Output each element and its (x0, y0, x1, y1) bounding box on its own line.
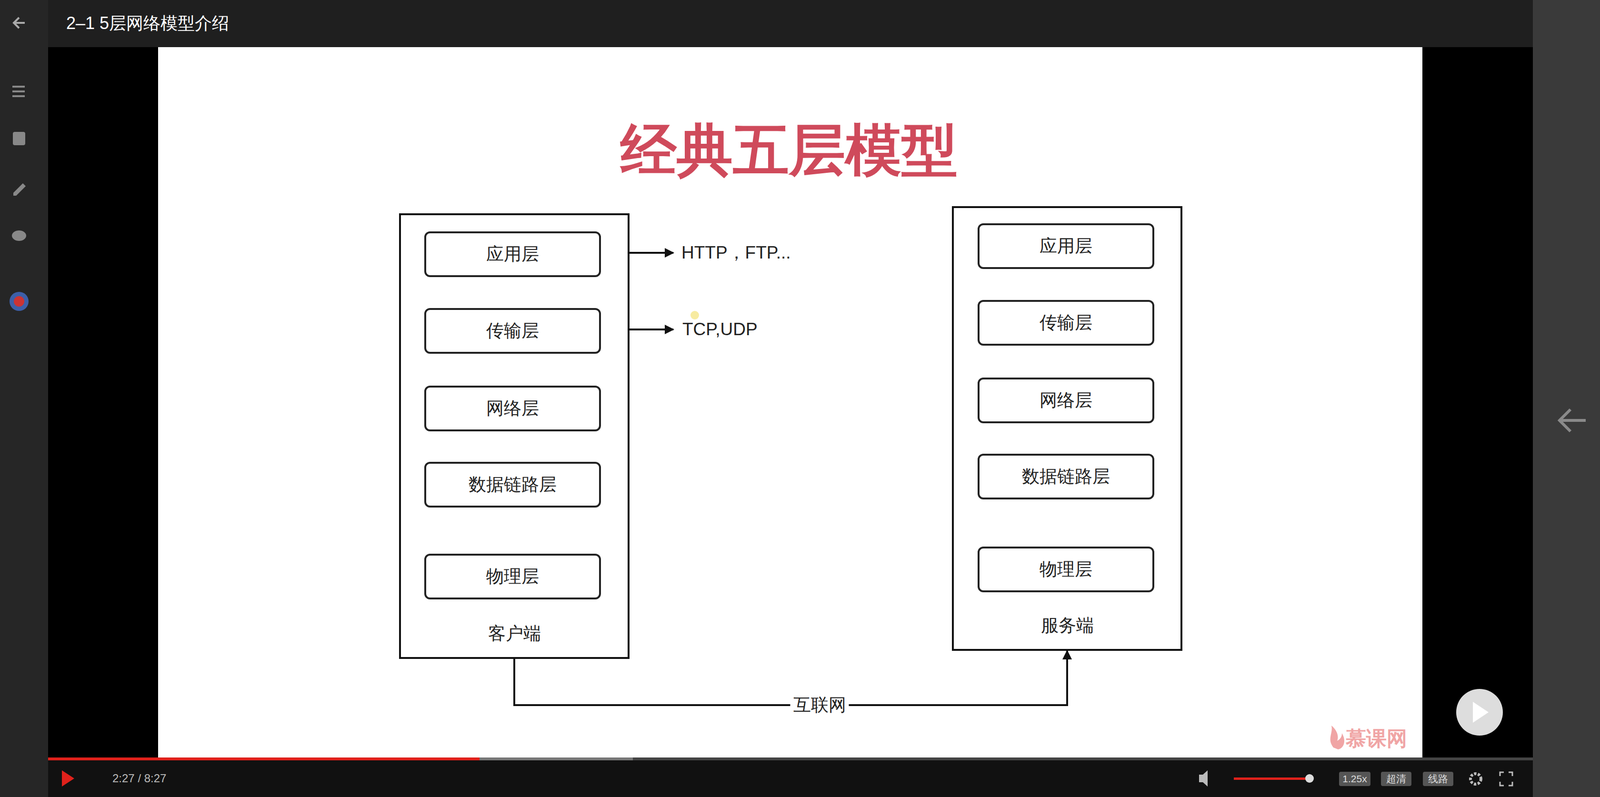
host-box: 服务端 应用层传输层网络层数据链路层物理层 (951, 206, 1183, 651)
layer-name: 数据链路层 (1021, 464, 1110, 489)
layer-name: 网络层 (1039, 388, 1093, 413)
progress-buffer (48, 757, 633, 761)
quality-text: 超清 (1386, 772, 1407, 786)
protocol-note: HTTP，FTP... (681, 240, 791, 265)
host-name: 服务端 (953, 613, 1181, 638)
layer-name: 应用层 (486, 242, 540, 267)
layer-box: 物理层 (977, 546, 1155, 593)
layer-box: 数据链路层 (424, 461, 601, 508)
layer-box: 数据链路层 (977, 453, 1155, 500)
back-icon (13, 17, 25, 29)
lesson-title: 2–1 5层网络模型介绍 (66, 11, 230, 36)
watermark: 慕课网 (1345, 725, 1408, 753)
protocol-note: TCP,UDP (682, 319, 758, 340)
layer-box: 应用层 (424, 231, 601, 278)
layer-box: 网络层 (977, 377, 1155, 424)
speed-text: 1.25x (1342, 773, 1367, 785)
quality-badge (1380, 771, 1412, 787)
layer-name: 数据链路层 (468, 472, 557, 497)
slide-title: 经典五层模型 (620, 112, 958, 190)
volume-knob (1305, 774, 1314, 783)
left-sidebar-top (0, 0, 49, 48)
layer-name: 物理层 (486, 564, 540, 589)
layer-box: 传输层 (977, 300, 1155, 346)
left-sidebar (0, 47, 49, 797)
control-bar (48, 760, 1533, 797)
progress-track (48, 757, 1533, 761)
big-play-button (1456, 689, 1503, 736)
sidebar-icons (9, 85, 29, 311)
layer-box: 应用层 (977, 223, 1155, 270)
link-label: 互联网 (790, 693, 850, 718)
layer-name: 应用层 (1039, 234, 1093, 259)
watermark-flame (1330, 725, 1345, 750)
video-area (48, 47, 1533, 761)
panel-arrow (1559, 409, 1586, 432)
layer-box: 物理层 (424, 553, 601, 600)
host-box: 客户端 应用层传输层网络层数据链路层物理层 (399, 213, 630, 660)
layer-name: 网络层 (486, 396, 540, 421)
layer-box: 传输层 (424, 308, 601, 354)
slide (158, 47, 1423, 759)
play-icon (61, 770, 75, 787)
layer-name: 传输层 (486, 319, 540, 343)
fullscreen-icon (1500, 772, 1513, 786)
top-bar (0, 0, 1533, 48)
speed-badge (1339, 771, 1371, 787)
volume-icon (1199, 770, 1208, 787)
layer-name: 传输层 (1039, 310, 1093, 335)
progress-played (48, 757, 480, 761)
gear-icon (1470, 773, 1481, 785)
volume-slider (1233, 777, 1310, 780)
layer-box: 网络层 (424, 385, 601, 432)
big-play-triangle (1472, 701, 1489, 723)
cursor-dot (690, 310, 700, 320)
route-text: 线路 (1428, 772, 1449, 786)
route-badge (1422, 771, 1454, 787)
layer-name: 物理层 (1039, 557, 1093, 582)
time-display: 2:27 / 8:27 (112, 771, 167, 786)
host-name: 客户端 (400, 621, 628, 646)
